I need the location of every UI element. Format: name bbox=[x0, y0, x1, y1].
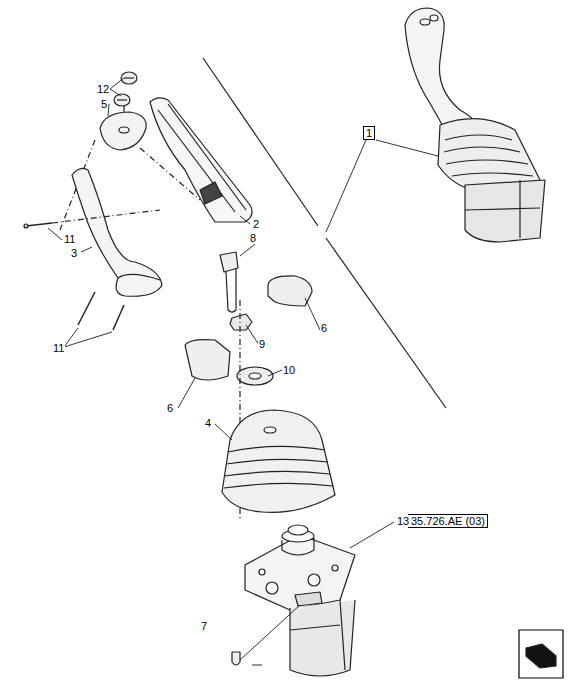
callout-number: 5 bbox=[100, 98, 108, 110]
callout-number: 9 bbox=[258, 338, 266, 350]
washer bbox=[237, 367, 273, 385]
callout-number: 8 bbox=[249, 232, 257, 244]
assembled-joystick bbox=[405, 8, 545, 242]
boot bbox=[222, 410, 335, 512]
callout-number: 11 bbox=[63, 233, 76, 245]
plug bbox=[114, 72, 137, 106]
callout-text: 1 bbox=[366, 127, 372, 139]
pin bbox=[220, 252, 238, 272]
callout-number: 6 bbox=[166, 402, 174, 414]
block bbox=[268, 276, 312, 306]
nut bbox=[230, 314, 252, 330]
callout-number: 3 bbox=[70, 247, 78, 259]
divider-line bbox=[326, 238, 446, 408]
base bbox=[245, 525, 355, 676]
navigation-icon bbox=[519, 630, 563, 678]
callout-box: 35.726.AE (03) bbox=[408, 514, 488, 528]
callout-text: 35.726.AE (03) bbox=[411, 515, 485, 527]
callout-number: 11 bbox=[52, 342, 65, 354]
callout-number: 2 bbox=[252, 218, 260, 230]
cap bbox=[100, 112, 146, 150]
callout-number: 10 bbox=[282, 364, 296, 376]
handle-half bbox=[150, 98, 252, 222]
callout-number: 13 bbox=[396, 515, 410, 527]
callout-number: 12 bbox=[96, 83, 110, 95]
grip bbox=[72, 168, 162, 296]
callout-number: 6 bbox=[320, 322, 328, 334]
block bbox=[185, 340, 230, 380]
callout-number: 4 bbox=[204, 417, 212, 429]
terminal bbox=[232, 652, 240, 665]
callout-box: 1 bbox=[363, 126, 375, 140]
callout-number: 7 bbox=[200, 620, 208, 632]
